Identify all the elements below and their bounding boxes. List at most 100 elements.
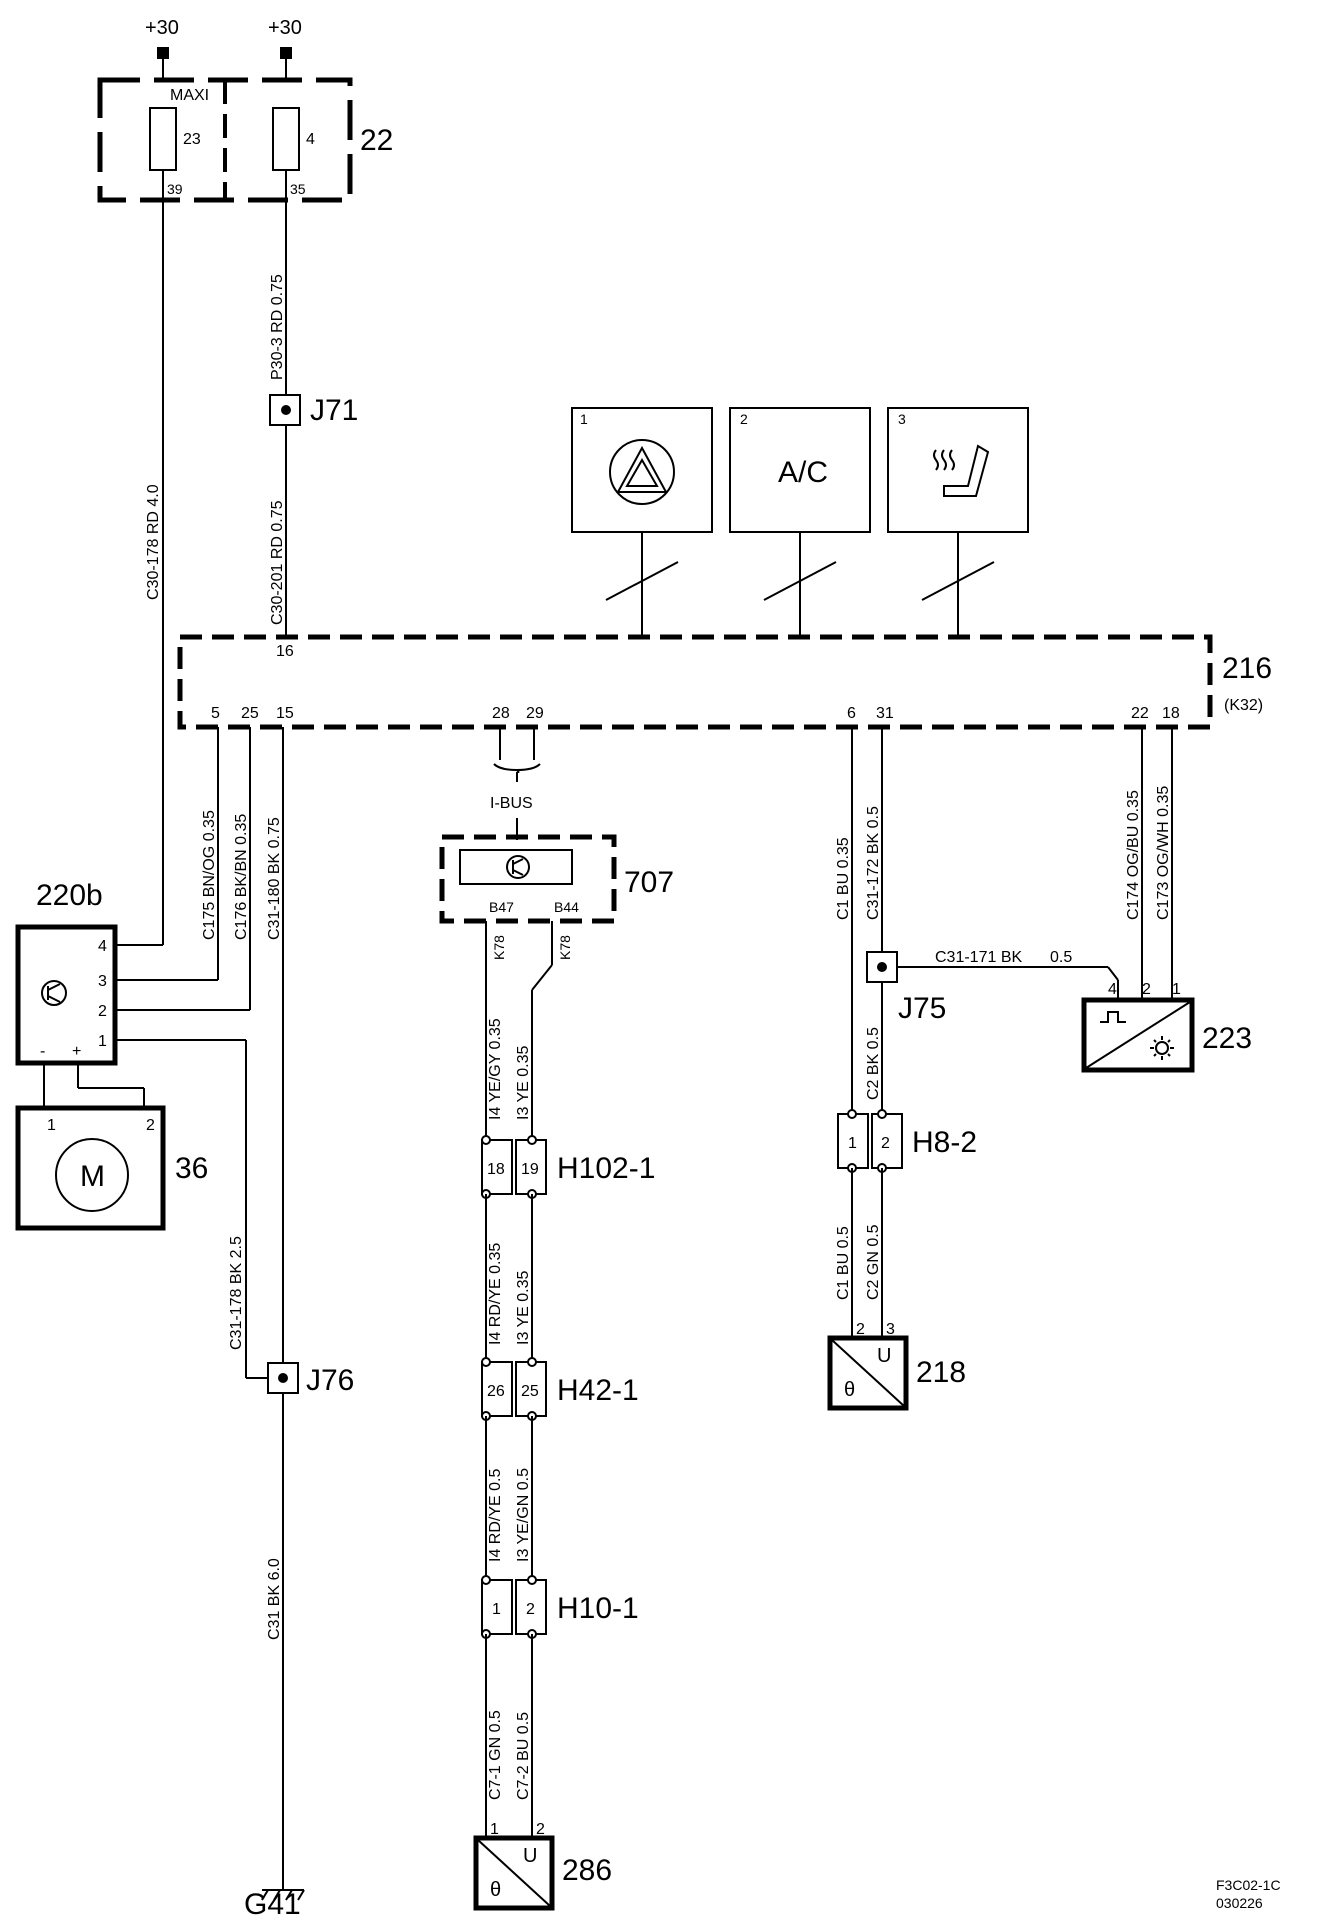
module-220b-pin-3: 3 (98, 973, 107, 990)
motor-label: M (80, 1160, 105, 1193)
sensor-218: 2 3 U θ 218 (827, 1321, 966, 1411)
cu-pin-15: 15 (276, 705, 294, 722)
module-220b: 220b 4 3 2 1 - + (15, 879, 118, 1066)
h102-pin-19: 19 (521, 1161, 539, 1178)
sensor-218-pin-2: 2 (856, 1321, 865, 1338)
wire-c31-171: C31-171 BK (935, 949, 1022, 966)
cu-pin-16: 16 (276, 643, 294, 660)
h102-id: H102-1 (557, 1152, 655, 1185)
motor-36: 1 2 M 36 (15, 1105, 208, 1231)
h8-id: H8-2 (912, 1126, 977, 1159)
h102-pin-18: 18 (487, 1161, 505, 1178)
switch-panel-3: 3 (887, 407, 1029, 637)
wire-c7-2: C7-2 BU 0.5 (515, 1712, 532, 1800)
hazard-warning-icon (609, 439, 675, 505)
junction-j76-label: J76 (306, 1364, 354, 1397)
wire-c31-178: C31-178 BK 2.5 (228, 1236, 245, 1350)
h42-pin-25: 25 (521, 1383, 539, 1400)
panel-1-number: 1 (580, 411, 588, 427)
h42-id: H42-1 (557, 1374, 639, 1407)
ibus-brace (493, 763, 541, 773)
cu-pin-29: 29 (526, 705, 544, 722)
wire-k78-a: K78 (491, 935, 507, 960)
wire-c1-bu-b: C1 BU 0.5 (835, 1226, 852, 1300)
ibus-label: I-BUS (490, 795, 533, 812)
cu-pin-6: 6 (847, 705, 856, 722)
h8-pin-2: 2 (881, 1135, 890, 1152)
supply-terminal-right (280, 47, 292, 59)
wire-c31-180: C31-180 BK 0.75 (266, 817, 283, 940)
sensor-286-pin-1: 1 (490, 1821, 499, 1838)
cu-pin-25: 25 (241, 705, 259, 722)
motor-id: 36 (175, 1152, 208, 1185)
module-220b-pin-2: 2 (98, 1003, 107, 1020)
sensor-286-pin-2: 2 (536, 1821, 545, 1838)
switch-panel-1: 1 (571, 407, 713, 637)
wire-c174: C174 OG/BU 0.35 (1125, 790, 1142, 920)
h42-pin-26: 26 (487, 1383, 505, 1400)
h10-id: H10-1 (557, 1592, 639, 1625)
wire-c31: C31 BK 6.0 (266, 1558, 283, 1640)
cu-pin-5: 5 (211, 705, 220, 722)
connector-h102-1: 18 19 H102-1 (481, 1135, 655, 1199)
control-unit-id: 216 (1222, 652, 1272, 685)
wire-c1-bu: C1 BU 0.35 (835, 837, 852, 920)
wire-c175: C175 BN/OG 0.35 (201, 810, 218, 940)
module-220b-minus: - (40, 1043, 45, 1060)
wire-c30-178: C30-178 RD 4.0 (145, 484, 162, 600)
wire-c7-1: C7-1 GN 0.5 (487, 1710, 504, 1800)
fuse-maxi-label: MAXI (170, 87, 209, 104)
supply-label-right: +30 (268, 17, 302, 39)
panel-3-number: 3 (898, 411, 906, 427)
h8-pin-1: 1 (848, 1135, 857, 1152)
cu-pin-28: 28 (492, 705, 510, 722)
wire-c30-201: C30-201 RD 0.75 (269, 500, 286, 625)
sensor-223-id: 223 (1202, 1022, 1252, 1055)
supply-label-left: +30 (145, 17, 179, 39)
sensor-286: 1 2 U θ 286 (473, 1821, 612, 1911)
sensor-218-theta: θ (844, 1379, 855, 1401)
wire-c2-gn: C2 GN 0.5 (865, 1224, 882, 1300)
junction-j71-label: J71 (310, 394, 358, 427)
switch-panel-2: 2 A/C (729, 407, 871, 637)
wire-k78-b: K78 (557, 935, 573, 960)
cu-pin-31: 31 (876, 705, 894, 722)
sensor-286-u: U (523, 1845, 537, 1867)
footer-code: F3C02-1C (1216, 1877, 1281, 1893)
sensor-286-id: 286 (562, 1854, 612, 1887)
wire-ibus-b3: I3 YE/GN 0.5 (515, 1468, 532, 1562)
sensor-218-pin-3: 3 (886, 1321, 895, 1338)
fuse-pin-39: 39 (167, 181, 183, 197)
wire-ibus-a1: I4 YE/GY 0.35 (487, 1018, 504, 1120)
control-unit-sub: (K32) (1224, 697, 1263, 714)
wire-ibus-b2: I3 YE 0.35 (515, 1270, 532, 1345)
module-220b-id: 220b (36, 879, 103, 912)
cu-pin-22: 22 (1131, 705, 1149, 722)
h10-pin-1: 1 (492, 1601, 501, 1618)
module-220b-plus: + (72, 1043, 81, 1060)
junction-j75-label: J75 (898, 992, 946, 1025)
connector-h10-1: 1 2 H10-1 (481, 1575, 639, 1639)
cu-pin-18: 18 (1162, 705, 1180, 722)
wire-p30-3: P30-3 RD 0.75 (269, 274, 286, 380)
module-220b-pin-1: 1 (98, 1033, 107, 1050)
ground-id: G41 (244, 1888, 301, 1920)
footer-date: 030226 (1216, 1895, 1263, 1911)
pulse-signal-icon (1100, 1011, 1126, 1023)
module-707: B47 B44 707 (439, 834, 674, 924)
sensor-223-pin-1: 1 (1172, 981, 1181, 998)
transistor-icon (41, 980, 67, 1006)
sensor-223-pin-4: 4 (1108, 981, 1117, 998)
fusebox-22: MAXI 23 4 39 35 22 (97, 77, 393, 203)
module-707-pin-b44: B44 (554, 899, 579, 915)
module-707-pin-b47: B47 (489, 899, 514, 915)
h10-pin-2: 2 (526, 1601, 535, 1618)
fusebox-id: 22 (360, 124, 393, 157)
sensor-218-id: 218 (916, 1356, 966, 1389)
panel-2-number: 2 (740, 411, 748, 427)
connector-h42-1: 26 25 H42-1 (481, 1357, 639, 1421)
wire-ibus-a3: I4 RD/YE 0.5 (487, 1469, 504, 1562)
panel-2-ac-text: A/C (778, 456, 828, 489)
sensor-223-pin-2: 2 (1142, 981, 1151, 998)
